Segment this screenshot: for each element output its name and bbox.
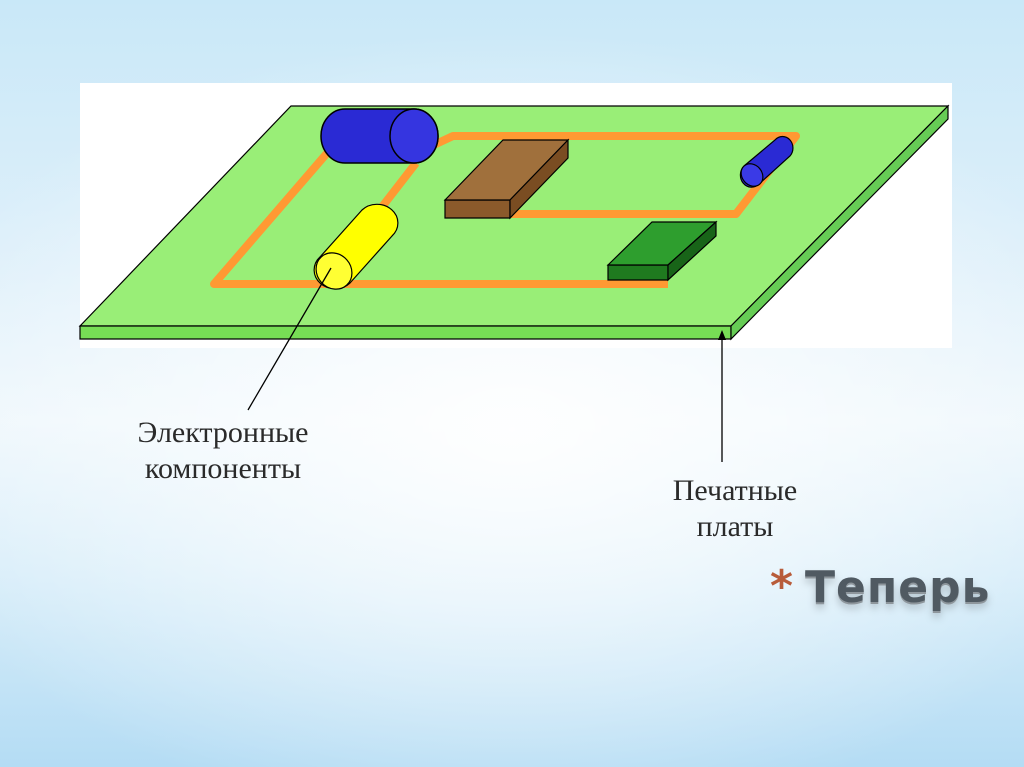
boards-leader-arrow	[718, 330, 726, 462]
circuit-board-side-edge	[730, 104, 949, 341]
blue-capacitor	[320, 108, 439, 164]
printed-boards-label: Печатные платы	[650, 473, 820, 545]
electronic-components-label: Электронные компоненты	[118, 415, 328, 487]
slide-title-text: Теперь	[805, 561, 991, 613]
yellow-resistor	[313, 203, 399, 290]
circuit-board-front-edge	[79, 325, 732, 340]
green-chip	[606, 220, 718, 282]
slide-title: * Теперь	[770, 552, 990, 622]
printed-boards-label-line-1: Печатные	[672, 474, 798, 507]
electronic-components-label-line-1: Электронные	[137, 416, 309, 449]
small-blue-capacitor	[739, 135, 794, 188]
components-leader-line	[247, 267, 332, 411]
printed-boards-label-line-2: платы	[696, 510, 774, 543]
asterisk-bullet-icon: *	[770, 561, 794, 612]
electronic-components-label-line-2: компоненты	[144, 452, 302, 485]
brown-chip	[443, 138, 570, 220]
